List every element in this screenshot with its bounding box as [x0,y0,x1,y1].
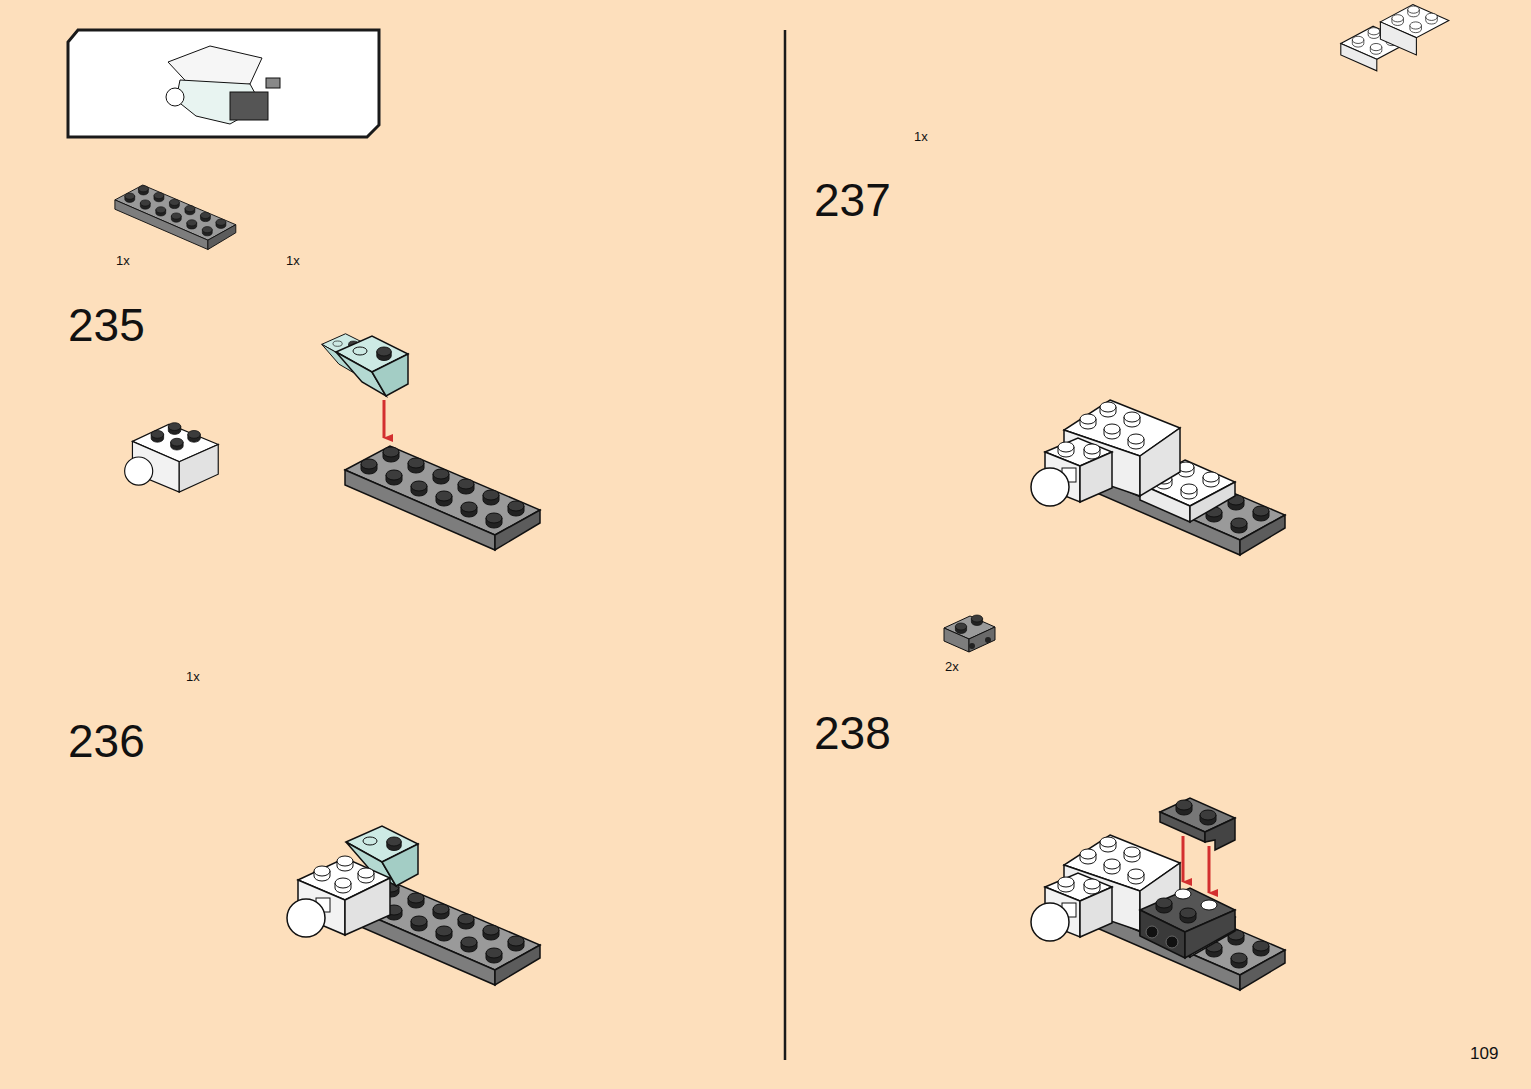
quantity-label: 1x [286,254,300,268]
quantity-label: 2x [945,660,959,674]
box-outline [68,597,379,699]
step-number: 235 [68,300,145,350]
quantity-label: 1x [186,670,200,684]
quantity-label: 1x [116,254,130,268]
parts-callout-box: 1x 1x [68,167,379,283]
box-outline [814,597,1124,691]
step-number: 238 [814,708,891,758]
page-number: 109 [1470,1044,1498,1064]
parts-callout-box: 2x [814,597,1124,691]
box-outline [68,167,379,283]
parts-callout-box: 1x [68,597,379,699]
parts-callout-box: 1x [814,30,1124,158]
quantity-label: 1x [914,130,928,144]
box-outline [814,30,1124,158]
step-number: 236 [68,716,145,766]
step-number: 237 [814,175,891,225]
